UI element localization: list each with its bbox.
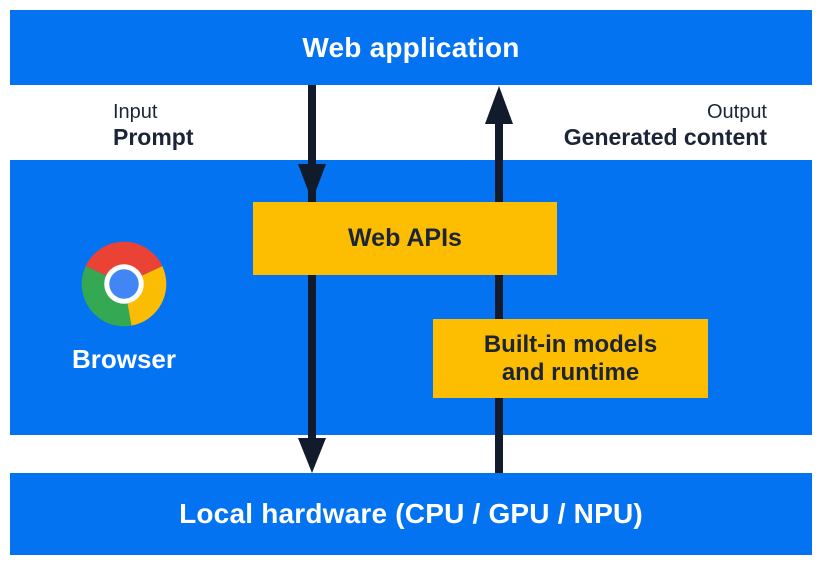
web-apis-label: Web APIs: [348, 224, 462, 252]
input-title: Input: [113, 101, 158, 123]
input-label-group: Input Prompt: [113, 100, 194, 150]
output-value: Generated content: [563, 124, 767, 150]
input-value: Prompt: [113, 124, 194, 150]
built-in-models-box: Built-in models and runtime: [433, 319, 708, 398]
web-apis-box: Web APIs: [253, 202, 557, 275]
output-label-group: Output Generated content: [564, 100, 767, 150]
built-in-models-label-line1: Built-in models: [483, 330, 658, 358]
chrome-logo-icon: [81, 241, 167, 327]
output-title: Output: [706, 101, 767, 123]
browser-label: Browser: [71, 344, 177, 374]
local-hardware-label: Local hardware (CPU / GPU / NPU): [179, 498, 643, 529]
web-application-bar: Web application: [10, 10, 812, 85]
built-in-models-label-line2: and runtime: [501, 358, 640, 386]
web-application-label: Web application: [302, 31, 520, 63]
local-hardware-bar: Local hardware (CPU / GPU / NPU): [10, 473, 812, 555]
